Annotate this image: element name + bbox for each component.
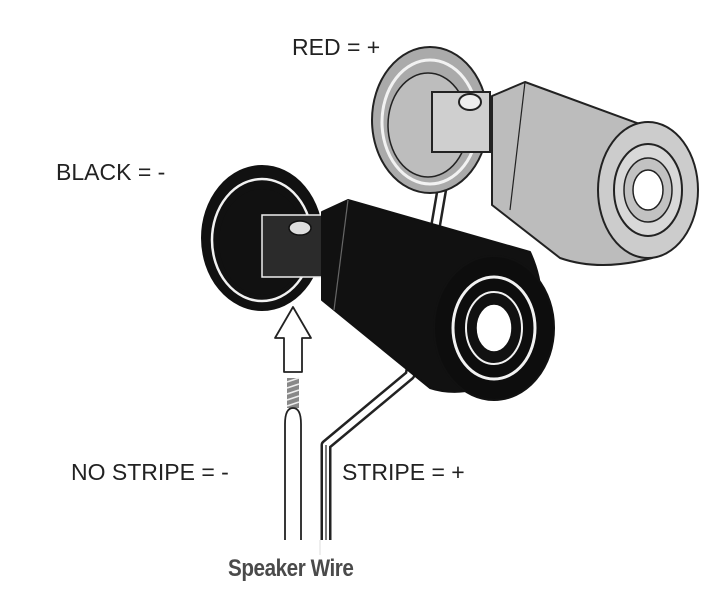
black-terminal bbox=[201, 165, 555, 401]
no-stripe-label: NO STRIPE = - bbox=[71, 459, 229, 485]
stripe-label: STRIPE = + bbox=[342, 459, 465, 485]
no-stripe-wire bbox=[284, 377, 302, 540]
insertion-arrow-icon bbox=[274, 306, 312, 373]
red-terminal-label: RED = + bbox=[292, 34, 381, 60]
black-terminal-label: BLACK = - bbox=[56, 159, 166, 185]
diagram-caption: Speaker Wire bbox=[228, 555, 354, 582]
red-terminal bbox=[371, 46, 699, 266]
